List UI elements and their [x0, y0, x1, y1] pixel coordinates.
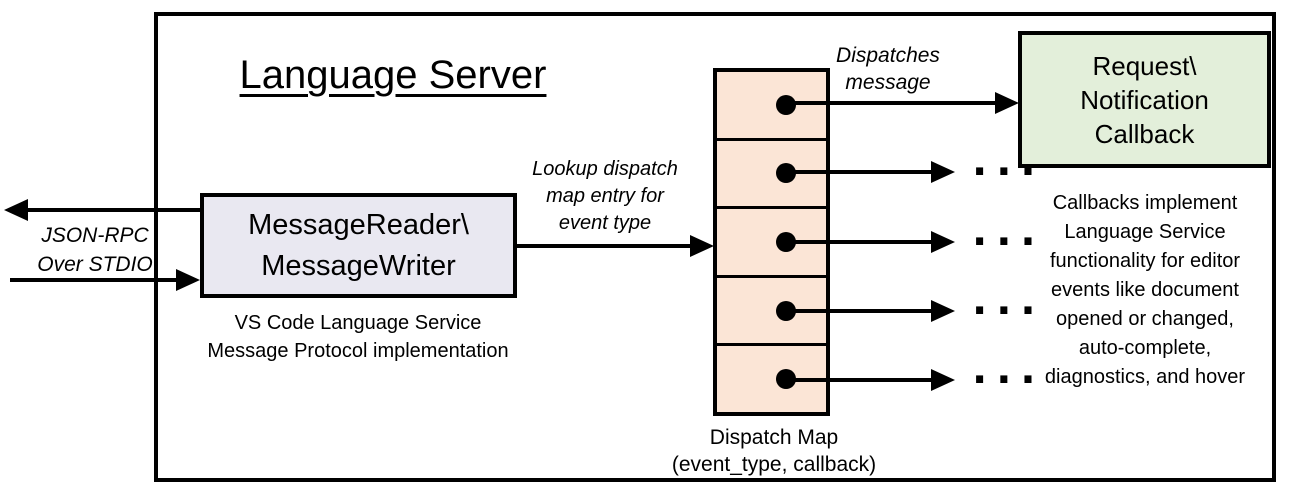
dispatch-map-caption: Dispatch Map (event_type, callback): [648, 424, 900, 478]
dispatch-arrowhead-icon: [931, 161, 955, 183]
dispatch-arrowhead-icon: [931, 369, 955, 391]
callback-box-line2: Notification: [1080, 84, 1209, 115]
dispatch-arrow-line: [786, 101, 996, 105]
dispatch-arrowhead-icon: [995, 92, 1019, 114]
ellipsis-label: ...: [972, 347, 1045, 393]
callbacks-note-line: events like document: [1051, 279, 1239, 301]
lookup-label-line3: event type: [558, 212, 652, 234]
callbacks-note-line: functionality for editor: [1049, 250, 1241, 272]
map-caption-line1: Dispatch Map: [709, 426, 839, 449]
language-server-box: [154, 12, 1276, 482]
dispatch-arrow-line: [786, 309, 932, 313]
dispatches-label-line2: message: [845, 71, 931, 94]
callbacks-note-line: Language Service: [1064, 221, 1226, 243]
stdio-label-line2: Over STDIO: [37, 253, 153, 276]
diagram-title: Language Server: [239, 53, 547, 97]
ellipsis-label: ...: [972, 278, 1045, 324]
stdio-in-arrowhead-icon: [176, 269, 200, 291]
lookup-arrowhead-icon: [690, 235, 714, 257]
dispatch-arrowhead-icon: [931, 231, 955, 253]
stdio-out-arrow-line: [26, 208, 200, 212]
callbacks-note-line: opened or changed,: [1056, 308, 1234, 330]
dispatch-arrow-line: [786, 170, 932, 174]
callbacks-note: Callbacks implement Language Service fun…: [1000, 189, 1290, 392]
stdio-out-arrowhead-icon: [4, 199, 28, 221]
request-notification-callback-box: Request\ Notification Callback: [1018, 31, 1271, 168]
lookup-label-line2: map entry for: [546, 185, 664, 207]
callbacks-note-line: Callbacks implement: [1052, 192, 1238, 214]
dispatches-label: Dispatches message: [808, 42, 968, 96]
ellipsis-label: ...: [972, 209, 1045, 255]
message-reader-writer-box: MessageReader\ MessageWriter: [200, 193, 517, 298]
dispatch-arrow-line: [786, 240, 932, 244]
dispatch-arrowhead-icon: [931, 300, 955, 322]
lookup-arrow-line: [517, 244, 691, 248]
callback-box-line3: Callback: [1094, 118, 1195, 149]
reader-box-line1: MessageReader\: [248, 208, 469, 241]
stdio-in-arrow-line: [10, 278, 177, 282]
lookup-label-line1: Lookup dispatch: [532, 158, 678, 180]
dispatches-label-line1: Dispatches: [836, 44, 940, 67]
reader-caption-line2: Message Protocol implementation: [207, 340, 509, 362]
reader-box-line2: MessageWriter: [261, 249, 456, 282]
reader-caption-line1: VS Code Language Service: [234, 312, 482, 334]
lookup-label: Lookup dispatch map entry for event type: [505, 156, 705, 237]
callbacks-note-line: diagnostics, and hover: [1044, 366, 1246, 388]
stdio-label-line1: JSON-RPC: [41, 224, 149, 247]
reader-box-caption: VS Code Language Service Message Protoco…: [203, 309, 513, 365]
dispatch-map-row: [717, 141, 826, 210]
callbacks-note-line: auto-complete,: [1078, 337, 1212, 359]
callback-box-line1: Request\: [1092, 50, 1197, 81]
dispatch-arrow-line: [786, 378, 932, 382]
stdio-label: JSON-RPC Over STDIO: [15, 221, 175, 279]
map-caption-line2: (event_type, callback): [671, 453, 877, 476]
